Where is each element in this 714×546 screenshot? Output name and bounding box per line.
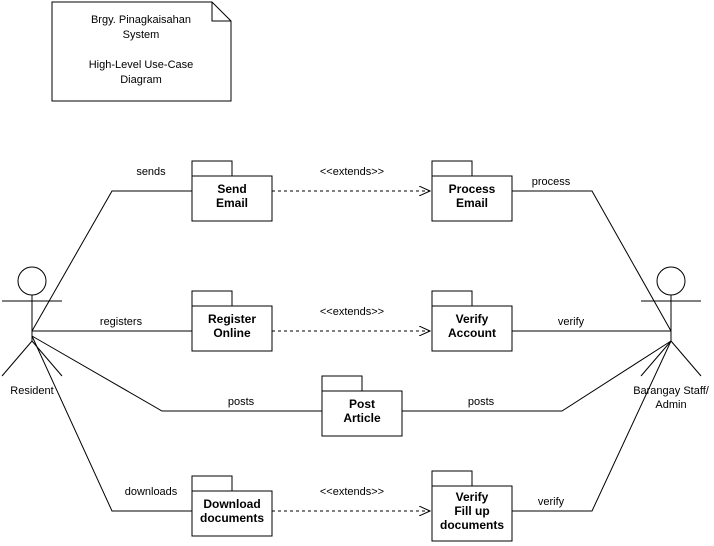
package-register-online-line-2: Online: [213, 326, 251, 340]
package-download-documents-line-2: documents: [200, 511, 264, 525]
actor-barangay-staff: Barangay Staff/ Admin: [633, 266, 710, 411]
edge-process: [512, 190, 672, 332]
package-verify-account-line-1: Verify: [456, 312, 489, 326]
package-verify-fill-up-line-1: Verify: [456, 490, 489, 504]
edge-label-verify-documents: verify: [538, 496, 565, 508]
package-process-email-line-1: Process: [449, 182, 496, 196]
staff-label-line-1: Barangay Staff/: [633, 385, 710, 397]
resident-left-leg: [1, 340, 33, 377]
edge-label-registers: registers: [100, 316, 143, 328]
note-line-1: Brgy. Pinagkaisahan: [91, 14, 191, 26]
edge-label-posts-resident: posts: [228, 396, 255, 408]
edge-label-sends: sends: [136, 166, 166, 178]
package-register-online-line-1: Register: [208, 312, 256, 326]
edge-posts-resident: [31, 335, 322, 412]
staff-head: [656, 266, 686, 296]
package-post-article: Post Article: [321, 375, 403, 437]
package-send-email-line-1: Send: [217, 182, 246, 196]
package-verify-fill-up-line-3: documents: [440, 518, 504, 532]
package-post-article-line-1: Post: [349, 397, 375, 411]
package-download-documents: Download documents: [191, 475, 273, 537]
extends-label-2: <<extends>>: [320, 306, 384, 318]
edge-verify-documents: [512, 340, 672, 512]
package-send-email: Send Email: [191, 160, 273, 222]
edge-label-process: process: [532, 176, 571, 188]
package-register-online: Register Online: [191, 290, 273, 352]
extends-label-3: <<extends>>: [320, 486, 384, 498]
resident-head: [17, 266, 47, 296]
package-verify-account: Verify Account: [431, 290, 513, 352]
edge-posts-staff: [402, 340, 672, 412]
note-line-3: High-Level Use-Case: [89, 59, 194, 71]
diagram-note: Brgy. Pinagkaisahan System High-Level Us…: [51, 1, 232, 102]
package-process-email: Process Email: [431, 160, 513, 222]
package-verify-fill-up-line-2: Fill up: [454, 504, 489, 518]
package-download-documents-line-1: Download: [203, 497, 260, 511]
staff-label-line-2: Admin: [655, 399, 686, 411]
resident-label: Resident: [10, 385, 53, 397]
package-verify-fill-up-documents: Verify Fill up documents: [431, 470, 513, 542]
note-line-4: Diagram: [120, 74, 162, 86]
package-post-article-line-2: Article: [343, 411, 381, 425]
edge-label-verify-account: verify: [558, 316, 585, 328]
actor-resident: Resident: [1, 266, 63, 397]
package-send-email-line-2: Email: [216, 196, 248, 210]
package-process-email-line-2: Email: [456, 196, 488, 210]
edge-sends: [31, 190, 192, 332]
note-line-2: System: [123, 29, 160, 41]
edge-label-downloads: downloads: [125, 486, 178, 498]
staff-left-leg: [640, 340, 672, 377]
extends-label-1: <<extends>>: [320, 166, 384, 178]
edge-downloads: [31, 335, 192, 512]
staff-right-leg: [670, 340, 702, 377]
edge-label-posts-staff: posts: [468, 396, 495, 408]
package-verify-account-line-2: Account: [448, 326, 496, 340]
